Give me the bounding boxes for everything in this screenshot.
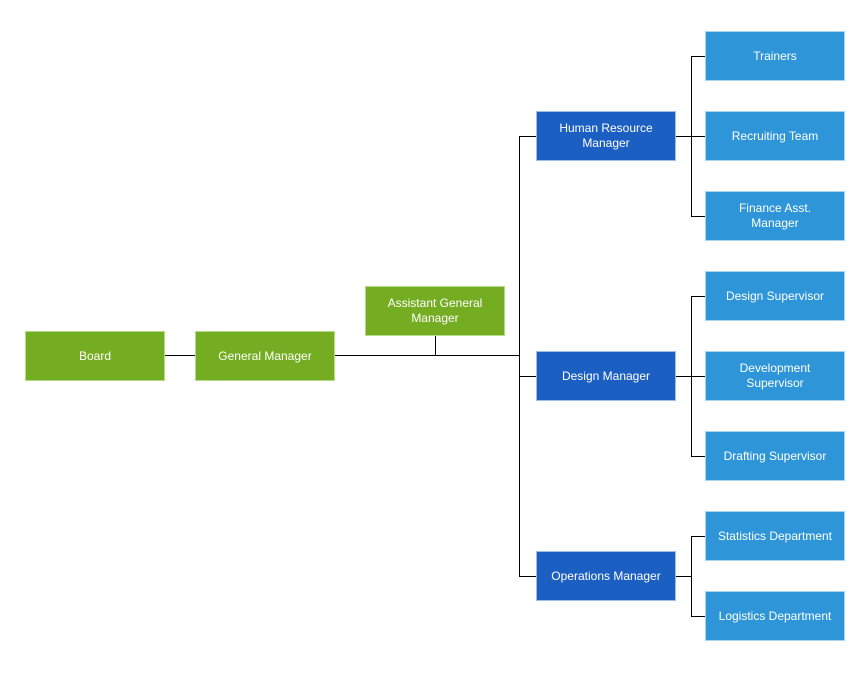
node-general-manager[interactable]: General Manager [195, 331, 335, 381]
connector-statistics-department-stub [691, 536, 705, 537]
node-statistics-department[interactable]: Statistics Department [705, 511, 845, 561]
connector-drafting-supervisor-stub [691, 456, 705, 457]
connector-design-supervisor-stub [691, 296, 705, 297]
node-design-supervisor[interactable]: Design Supervisor [705, 271, 845, 321]
connector-hr-children-rail [691, 56, 692, 217]
node-assistant-general-manager[interactable]: Assistant General Manager [365, 286, 505, 336]
connector-trunk-design-manager [519, 376, 536, 377]
connector-trainers-stub [691, 56, 705, 57]
connector-logistics-department-stub [691, 616, 705, 617]
node-development-supervisor[interactable]: Development Supervisor [705, 351, 845, 401]
node-hr-manager[interactable]: Human Resource Manager [536, 111, 676, 161]
connector-trunk-vertical [519, 136, 520, 577]
node-operations-manager[interactable]: Operations Manager [536, 551, 676, 601]
connector-assistant-general-manager-stub [435, 335, 436, 356]
connector-finance-asst-manager-stub [691, 216, 705, 217]
connector-trunk-operations-manager [519, 576, 536, 577]
node-recruiting-team[interactable]: Recruiting Team [705, 111, 845, 161]
connector-design-manager-rail [676, 376, 705, 377]
node-drafting-supervisor[interactable]: Drafting Supervisor [705, 431, 845, 481]
connector-operations-children-rail [691, 536, 692, 617]
node-board[interactable]: Board [25, 331, 165, 381]
node-trainers[interactable]: Trainers [705, 31, 845, 81]
node-design-manager[interactable]: Design Manager [536, 351, 676, 401]
connector-general-manager-trunk [335, 355, 520, 356]
node-logistics-department[interactable]: Logistics Department [705, 591, 845, 641]
connector-hr-manager-rail [676, 136, 705, 137]
node-finance-asst-manager[interactable]: Finance Asst. Manager [705, 191, 845, 241]
connector-design-children-rail [691, 296, 692, 457]
connector-trunk-hr-manager [519, 136, 536, 137]
connector-board-general-manager [165, 355, 195, 356]
connector-operations-manager-rail [676, 576, 691, 577]
